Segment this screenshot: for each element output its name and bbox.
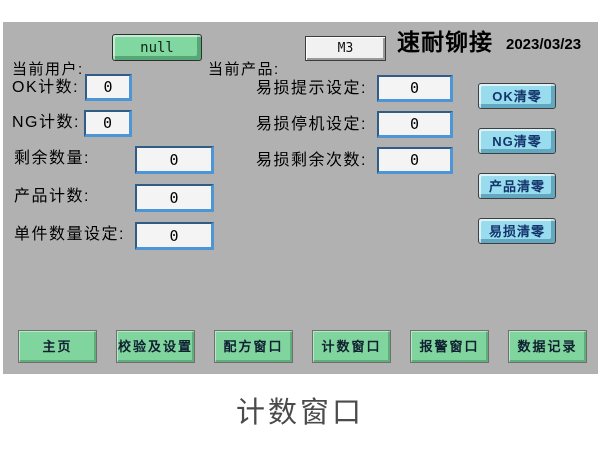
wear-warn-setting-label: 易损提示设定: bbox=[256, 80, 367, 97]
wear-warn-setting-field[interactable]: 0 bbox=[377, 75, 453, 102]
current-product-field[interactable]: M3 bbox=[305, 36, 386, 61]
hmi-panel: 当前用户: null 当前产品: M3 OK计数: 0 NG计数: 0 剩余数量… bbox=[3, 22, 598, 374]
wear-stop-setting-label: 易损停机设定: bbox=[256, 116, 367, 133]
product-count-label: 产品计数: bbox=[14, 188, 90, 205]
unit-qty-setting-label: 单件数量设定: bbox=[14, 226, 125, 243]
ng-count-field[interactable]: 0 bbox=[84, 110, 132, 137]
ng-count-label: NG计数: bbox=[12, 114, 80, 131]
remaining-qty-field[interactable]: 0 bbox=[135, 146, 214, 174]
nav-calibration-settings-button[interactable]: 校验及设置 bbox=[116, 330, 195, 363]
current-user-label: 当前用户: bbox=[12, 61, 84, 78]
unit-qty-setting-field[interactable]: 0 bbox=[135, 222, 214, 250]
ng-clear-button[interactable]: NG清零 bbox=[478, 128, 556, 154]
nav-home-button[interactable]: 主页 bbox=[18, 330, 97, 363]
nav-count-window-button[interactable]: 计数窗口 bbox=[312, 330, 391, 363]
wear-remaining-label: 易损剩余次数: bbox=[256, 152, 367, 169]
nav-alarm-window-button[interactable]: 报警窗口 bbox=[410, 330, 489, 363]
wear-stop-setting-field[interactable]: 0 bbox=[377, 111, 453, 138]
remaining-qty-label: 剩余数量: bbox=[14, 150, 90, 167]
wear-clear-button[interactable]: 易损清零 bbox=[478, 218, 556, 244]
ok-count-label: OK计数: bbox=[12, 79, 80, 96]
date-display: 2023/03/23 bbox=[506, 36, 582, 53]
page-caption: 计数窗口 bbox=[235, 397, 364, 429]
current-user-button[interactable]: null bbox=[112, 34, 202, 61]
wear-remaining-field[interactable]: 0 bbox=[377, 147, 453, 174]
ok-clear-button[interactable]: OK清零 bbox=[478, 83, 556, 109]
ok-count-field[interactable]: 0 bbox=[85, 74, 132, 101]
product-clear-button[interactable]: 产品清零 bbox=[478, 173, 556, 199]
product-count-field[interactable]: 0 bbox=[135, 184, 214, 212]
nav-recipe-window-button[interactable]: 配方窗口 bbox=[214, 330, 293, 363]
current-product-label: 当前产品: bbox=[208, 61, 280, 78]
nav-data-record-button[interactable]: 数据记录 bbox=[508, 330, 587, 363]
brand-title: 速耐铆接 bbox=[397, 29, 493, 55]
